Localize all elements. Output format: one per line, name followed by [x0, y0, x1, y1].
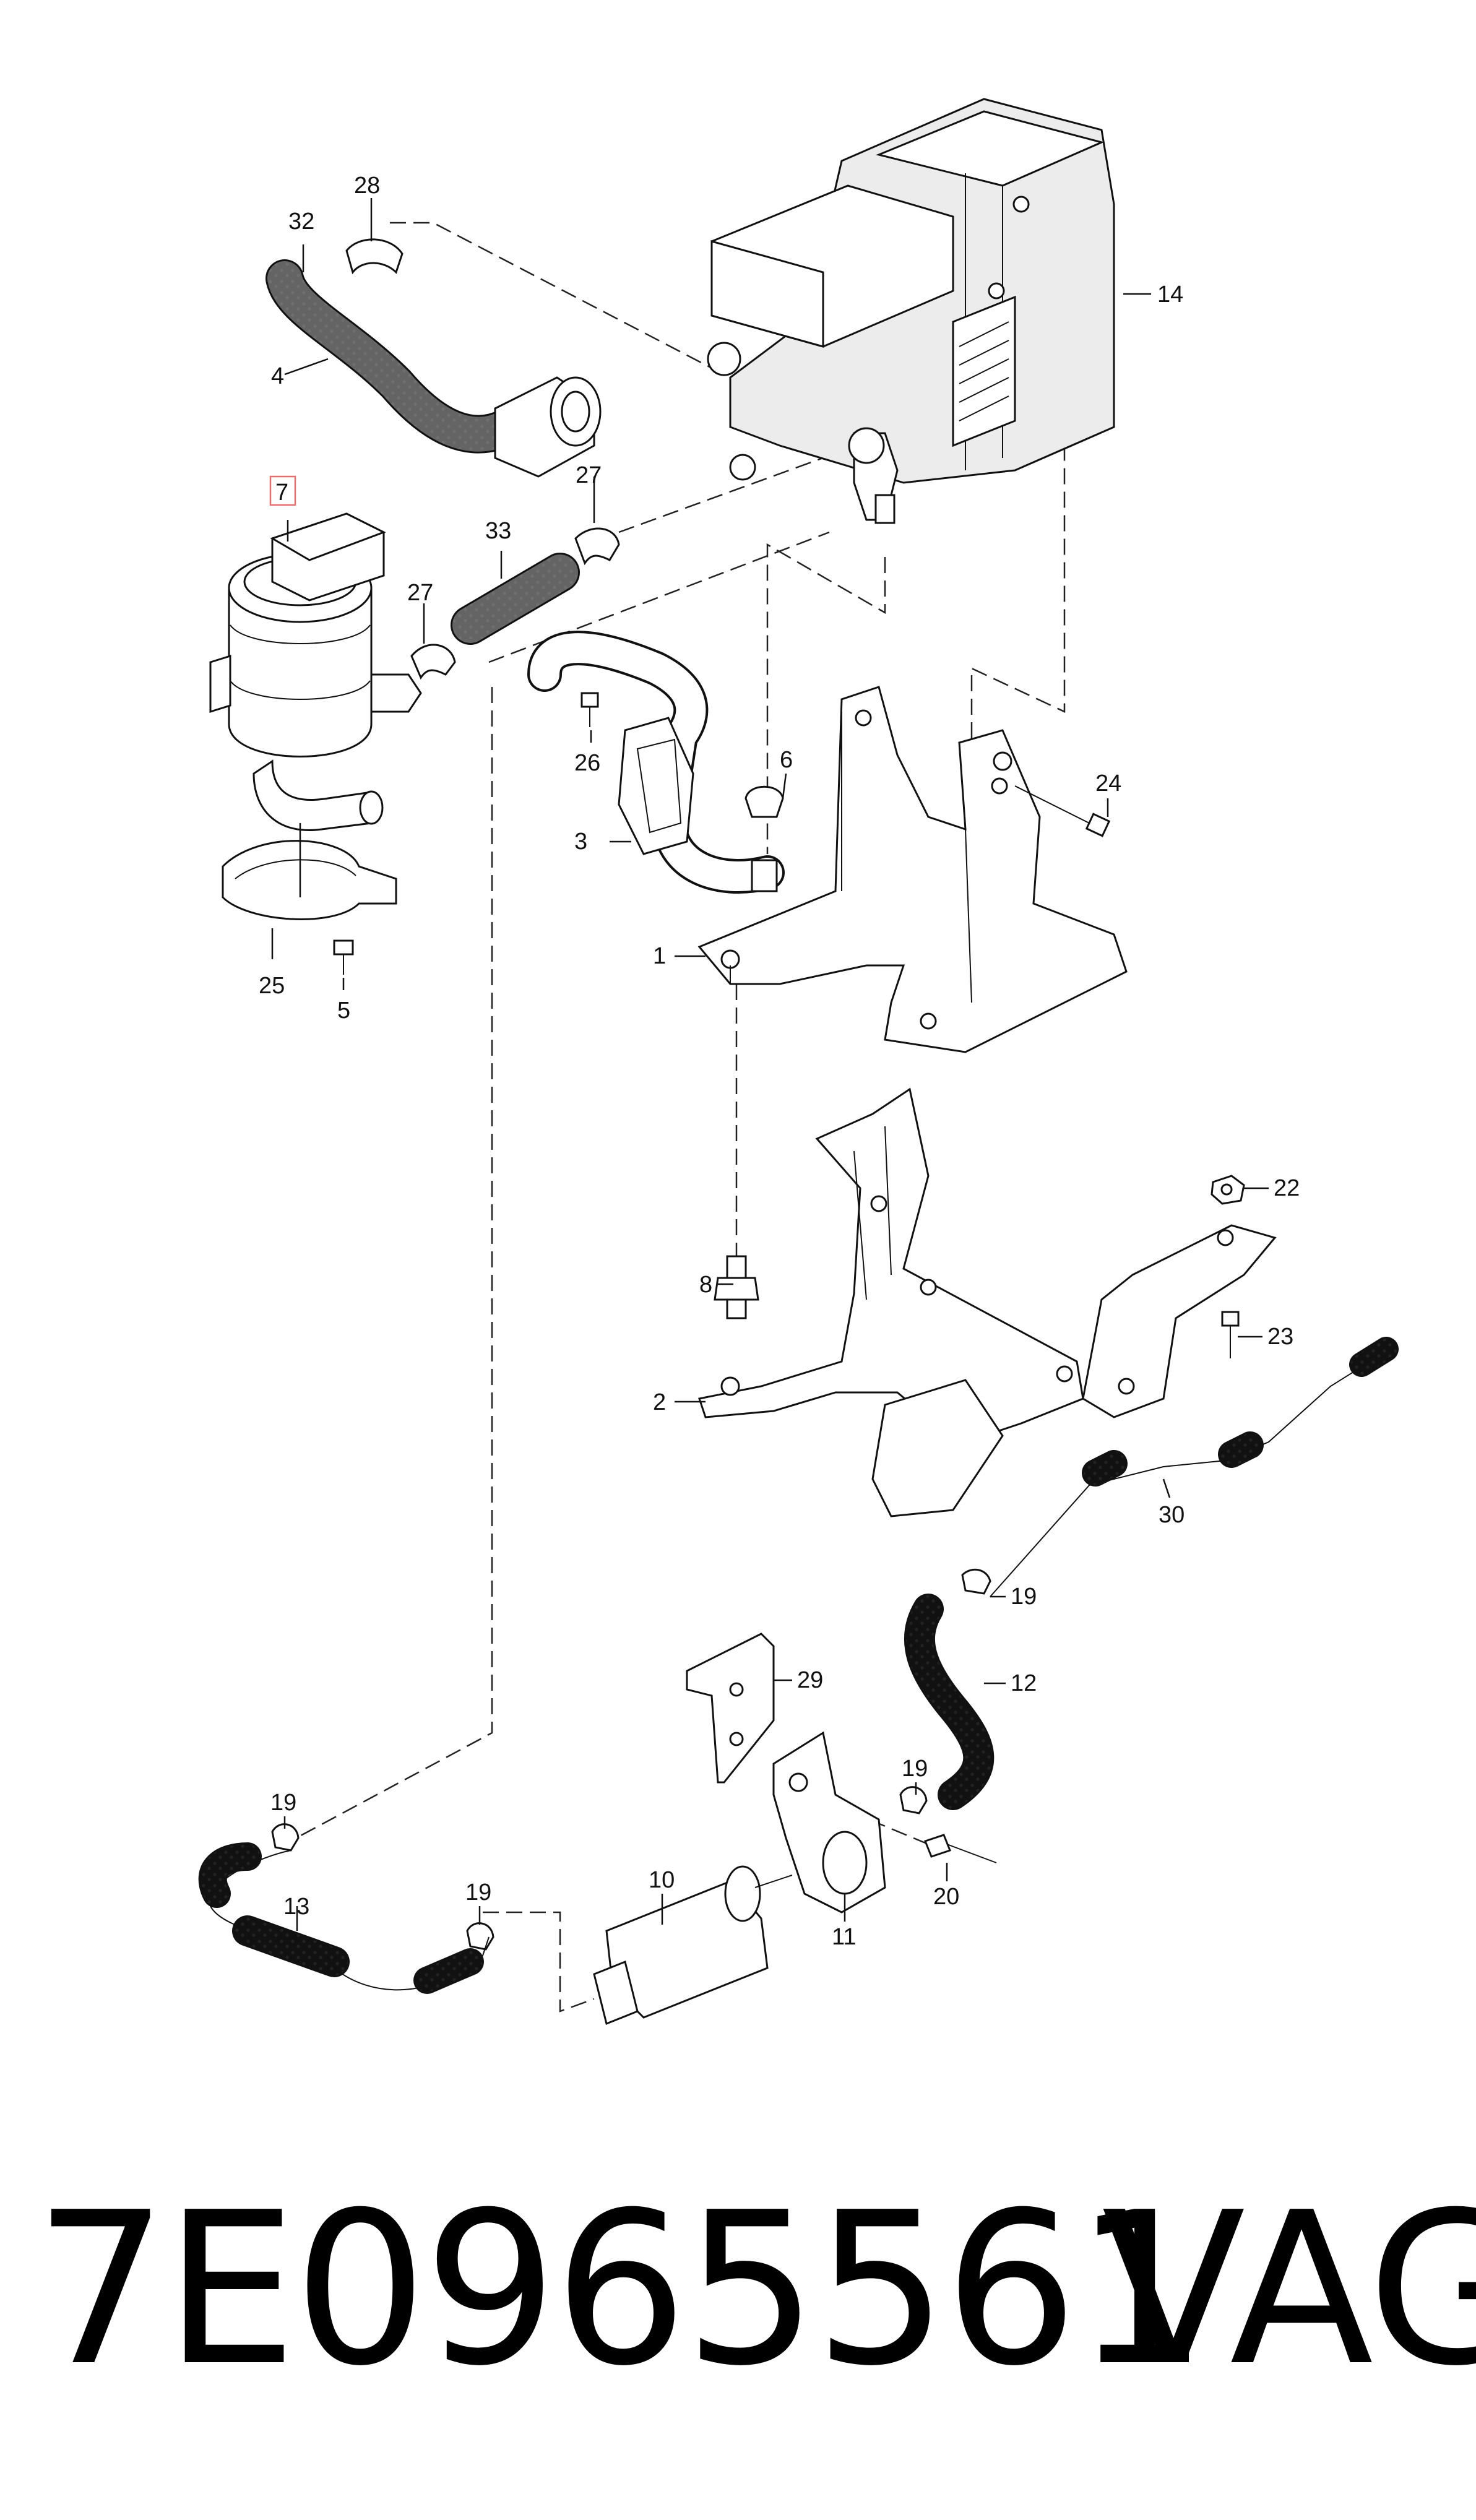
- callout-19-b: 19: [902, 1756, 928, 1782]
- screw-20: [924, 1834, 997, 1863]
- callout-19-c: 19: [270, 1790, 296, 1816]
- callout-2: 2: [653, 1389, 666, 1415]
- callout-12: 12: [1011, 1670, 1037, 1696]
- callout-28: 28: [354, 173, 380, 199]
- callout-labels: 28 32 4 14 7 27 33 27 26 3 6 24 1 25 5 2…: [259, 173, 1300, 1950]
- callout-3: 3: [574, 829, 587, 855]
- fuel-line-30: [990, 1337, 1399, 1597]
- callout-6: 6: [780, 747, 793, 773]
- coolant-pipe-3: [527, 631, 785, 894]
- callout-13: 13: [283, 1894, 309, 1920]
- callout-8: 8: [699, 1272, 712, 1298]
- callout-24: 24: [1095, 770, 1121, 796]
- clip-19-b: [466, 1922, 494, 1951]
- callout-19-a: 19: [1011, 1584, 1037, 1610]
- highlight-box-7: [269, 475, 296, 506]
- callout-27-a: 27: [576, 462, 602, 488]
- clip-19-c: [899, 1786, 928, 1814]
- metering-pump-10: [593, 1865, 793, 2026]
- exploded-parts-diagram: 28 32 4 14 7 27 33 27 26 3 6 24 1 25 5 2…: [198, 98, 1399, 2026]
- callout-30: 30: [1159, 1502, 1185, 1528]
- clip-19-a: [271, 1823, 300, 1852]
- fuel-pump-holder-11: [772, 1731, 886, 1914]
- callout-4: 4: [271, 363, 284, 389]
- bolt-24: [1014, 785, 1111, 837]
- nut-22: [1211, 1175, 1245, 1205]
- part-number: 7E0965561: [34, 2167, 1208, 2412]
- callout-5: 5: [337, 998, 350, 1024]
- callout-27-b: 27: [407, 580, 433, 606]
- mounting-bracket-2: [698, 1087, 1277, 1517]
- callout-7: 7: [275, 480, 288, 506]
- temperature-sensor-8: [714, 1255, 759, 1319]
- hose-33-with-clamps: [410, 527, 620, 680]
- leader-lines: [271, 198, 1269, 1931]
- callout-25: 25: [259, 973, 285, 999]
- callout-20: 20: [933, 1884, 959, 1910]
- brand-name: VAG: [1102, 2167, 1476, 2412]
- callout-29: 29: [797, 1667, 823, 1693]
- auxiliary-heater-unit: [707, 98, 1115, 524]
- fuel-hose-12: [904, 1568, 995, 1810]
- callout-11: 11: [832, 1924, 856, 1950]
- assembly-dash-lines: [284, 222, 1066, 2013]
- callout-22: 22: [1274, 1175, 1300, 1201]
- callout-14: 14: [1157, 282, 1183, 308]
- mounting-strap-25: [222, 840, 397, 975]
- mounting-bracket-1: [697, 686, 1128, 1053]
- callout-32: 32: [288, 209, 314, 235]
- callout-10: 10: [649, 1867, 675, 1893]
- callout-1: 1: [653, 943, 666, 969]
- coolant-hose-4: [265, 238, 602, 478]
- bracket-29: [686, 1633, 775, 1784]
- callout-26: 26: [574, 750, 600, 776]
- callout-19-d: 19: [465, 1879, 491, 1905]
- callout-33: 33: [485, 518, 511, 544]
- fuel-line-13: [198, 1842, 490, 1994]
- callout-23: 23: [1267, 1324, 1293, 1350]
- circulation-pump-7: [209, 512, 422, 831]
- bolt-23: [1221, 1311, 1240, 1358]
